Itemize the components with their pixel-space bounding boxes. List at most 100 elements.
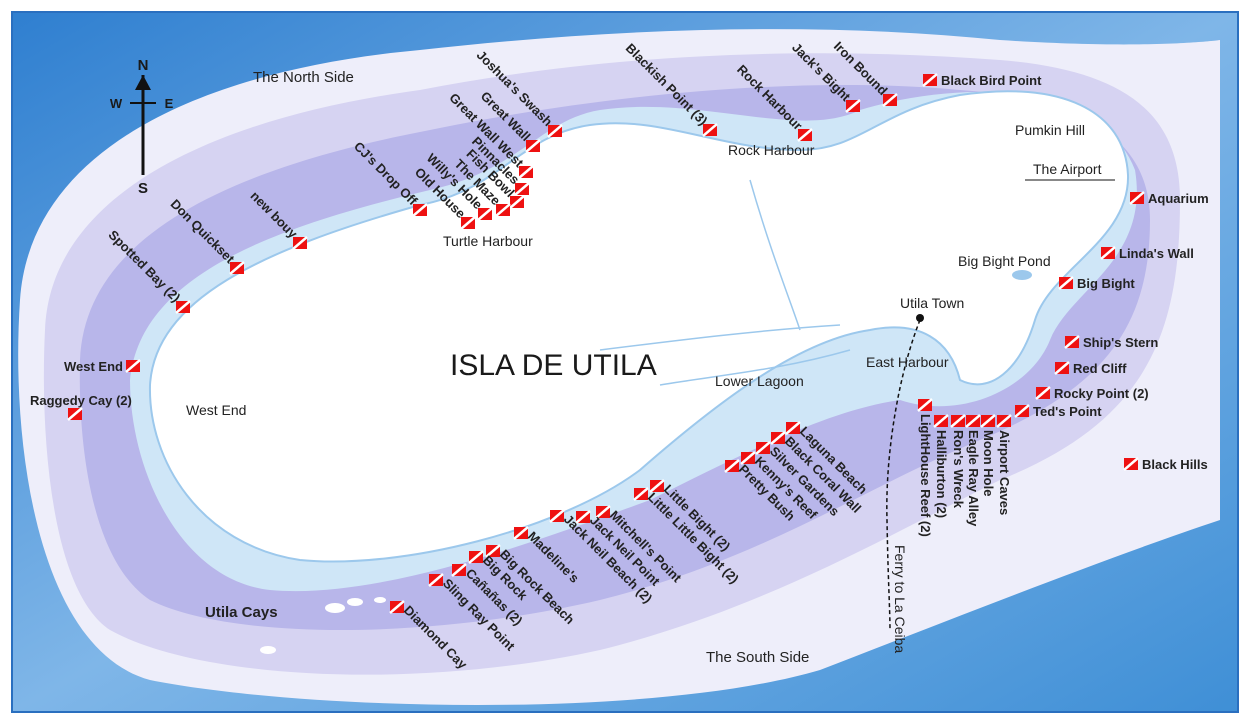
dive-flag-icon (1123, 457, 1139, 471)
dive-flag-icon (428, 573, 444, 587)
dive-flag-icon (1129, 191, 1145, 205)
dive-flag-icon (1054, 361, 1070, 375)
dive-site[interactable]: Eagle Ray Alley (965, 414, 981, 527)
dive-flag-icon (229, 261, 245, 275)
dive-site[interactable]: Aquarium (1129, 191, 1209, 206)
compass-w: W (110, 96, 123, 111)
dive-flag-icon (882, 93, 898, 107)
dive-site-label: Black Bird Point (941, 73, 1042, 88)
compass-n: N (138, 57, 149, 74)
dive-flag-icon (125, 359, 141, 373)
dive-flag-icon (724, 459, 740, 473)
dive-site[interactable]: Black Hills (1123, 457, 1208, 472)
label-north-side: The North Side (253, 69, 354, 86)
dive-site-label: West End (64, 359, 123, 374)
dive-flag-icon (1035, 386, 1051, 400)
dive-site-label: Raggedy Cay (2) (30, 393, 132, 408)
label-big-bight-pond: Big Bight Pond (958, 253, 1051, 269)
label-utila-town: Utila Town (900, 295, 964, 311)
dive-site[interactable]: Big Bight (1058, 276, 1135, 291)
label-pumkin-hill: Pumkin Hill (1015, 122, 1085, 138)
dive-flag-icon (509, 195, 525, 209)
dive-flag-icon (547, 124, 563, 138)
dive-site[interactable]: Halliburton (2) (933, 414, 949, 518)
label-south-side: The South Side (706, 649, 809, 666)
dive-flag-icon (575, 510, 591, 524)
dive-site[interactable]: Ron's Wreck (950, 414, 966, 509)
dive-flag-icon (468, 550, 484, 564)
dive-flag-icon (950, 414, 966, 428)
compass: N S W E (110, 57, 174, 197)
dive-site-label: Aquarium (1148, 191, 1209, 206)
dive-flag-icon (633, 487, 649, 501)
dive-flag-icon (549, 509, 565, 523)
dive-flag-icon (922, 73, 938, 87)
dive-flag-icon (770, 431, 786, 445)
dive-site[interactable]: Ship's Stern (1064, 335, 1158, 350)
dive-flag-icon (514, 182, 530, 196)
dive-flag-icon (412, 203, 428, 217)
dive-flag-icon (292, 236, 308, 250)
dive-flag-icon (595, 505, 611, 519)
dive-flag-icon (518, 165, 534, 179)
dive-flag-icon (525, 139, 541, 153)
dive-site-label: Linda's Wall (1119, 246, 1194, 261)
dive-site[interactable]: Red Cliff (1054, 361, 1127, 376)
dive-site-label: Halliburton (2) (934, 430, 949, 518)
label-rock-harbour: Rock Harbour (728, 142, 815, 158)
dive-flag-icon (740, 451, 756, 465)
dive-flag-icon (785, 421, 801, 435)
dive-site[interactable]: Linda's Wall (1100, 246, 1194, 261)
map-title: ISLA DE UTILA (450, 349, 657, 382)
dive-site[interactable]: Ted's Point (1014, 404, 1102, 419)
lagoon-channels (599, 179, 851, 386)
label-ferry: Ferry to La Ceiba (892, 545, 908, 653)
dive-site-label: LightHouse Reef (2) (918, 414, 933, 537)
dive-flag-icon (996, 414, 1012, 428)
dive-flag-icon (1100, 246, 1116, 260)
dive-site-label: Moon Hole (981, 430, 996, 496)
dive-site[interactable]: Raggedy Cay (2) (30, 393, 132, 421)
label-airport: The Airport (1033, 161, 1102, 177)
dive-site-label: Big Bight (1077, 276, 1135, 291)
dive-site-label: Black Hills (1142, 457, 1208, 472)
dive-flag-icon (845, 99, 861, 113)
dive-site[interactable]: LightHouse Reef (2) (917, 398, 933, 537)
label-east-harbour: East Harbour (866, 354, 949, 370)
dive-flag-icon (965, 414, 981, 428)
dive-flag-icon (649, 479, 665, 493)
label-west-end: West End (186, 402, 246, 418)
dive-flag-icon (513, 526, 529, 540)
dive-flag-icon (1064, 335, 1080, 349)
dive-flag-icon (477, 207, 493, 221)
dive-flag-icon (1014, 404, 1030, 418)
ferry-route (886, 319, 921, 631)
dive-site-label: Ship's Stern (1083, 335, 1158, 350)
dive-site[interactable]: Black Bird Point (922, 73, 1042, 88)
compass-e: E (165, 96, 174, 111)
label-turtle-harbour: Turtle Harbour (443, 233, 533, 249)
dive-site-label: Red Cliff (1073, 361, 1127, 376)
dive-flag-icon (797, 128, 813, 142)
utila-town-dot (916, 314, 924, 322)
dive-flag-icon (175, 300, 191, 314)
compass-s: S (138, 180, 148, 197)
dive-flag-icon (460, 216, 476, 230)
dive-site[interactable]: Rocky Point (2) (1035, 386, 1149, 401)
dive-site-label: Rocky Point (2) (1054, 386, 1149, 401)
dive-flag-icon (755, 441, 771, 455)
dive-site-label: Eagle Ray Alley (966, 430, 981, 527)
dive-flag-icon (451, 563, 467, 577)
dive-site[interactable]: Moon Hole (980, 414, 996, 496)
dive-site-label: Airport Caves (997, 430, 1012, 515)
dive-flag-icon (67, 407, 83, 421)
utila-cays-islands (260, 597, 386, 654)
dive-flag-icon (389, 600, 405, 614)
dive-site[interactable]: Airport Caves (996, 414, 1012, 515)
big-bight-pond-water (1012, 270, 1032, 280)
dive-flag-icon (980, 414, 996, 428)
label-utila-cays: Utila Cays (205, 604, 278, 621)
dive-site[interactable]: West End (64, 359, 141, 374)
dive-flag-icon (485, 544, 501, 558)
